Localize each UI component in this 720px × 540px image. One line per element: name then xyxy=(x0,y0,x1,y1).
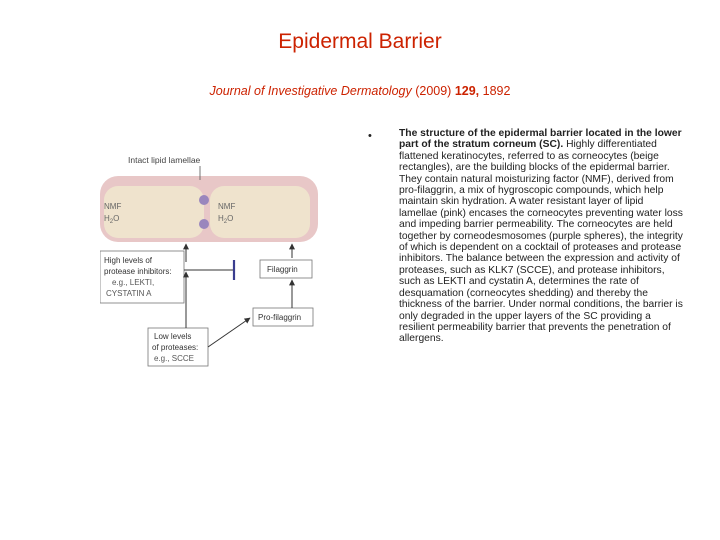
intact-lipid-label: Intact lipid lamellae xyxy=(128,155,201,165)
citation-volume: 129, xyxy=(454,84,480,98)
filaggrin-label: Filaggrin xyxy=(267,265,298,274)
inhibitors-line-4: CYSTATIN A xyxy=(106,289,152,298)
barrier-figure: Intact lipid lamellae NMF H2O NMF H2O Hi… xyxy=(100,148,318,370)
barrier-diagram: Intact lipid lamellae NMF H2O NMF H2O Hi… xyxy=(100,155,318,367)
citation-year: (2009) xyxy=(415,84,452,98)
h2o-label-right: H2O xyxy=(218,214,233,225)
corneocyte-left xyxy=(104,186,204,238)
slide-title: Epidermal Barrier xyxy=(278,30,442,53)
inhibitors-line-3: e.g., LEKTI, xyxy=(112,278,154,287)
protease-inhibitors-box xyxy=(100,250,185,304)
citation: Journal of Investigative Dermatology (20… xyxy=(0,84,720,98)
h2o-label-left: H2O xyxy=(104,214,119,225)
citation-page: 1892 xyxy=(482,84,511,98)
bullet-marker: • xyxy=(368,130,372,142)
corneodesmosome xyxy=(199,195,209,205)
bullet-lead: The structure of the epidermal barrier l… xyxy=(399,128,682,151)
protease-arrow-right xyxy=(207,317,251,348)
filaggrin-box xyxy=(259,259,313,279)
proteases-line-2: of proteases: xyxy=(152,343,198,352)
nmf-label-left: NMF xyxy=(104,202,121,211)
proteases-line-1: Low levels xyxy=(154,332,191,341)
profilaggrin-label: Pro-filaggrin xyxy=(258,313,301,322)
proteases-line-3: e.g., SCCE xyxy=(154,354,194,363)
citation-journal: Journal of Investigative Dermatology xyxy=(209,84,412,98)
nmf-label-right: NMF xyxy=(218,202,235,211)
bullet-body: Highly differentiated flattened keratino… xyxy=(399,139,683,345)
corneodesmosome xyxy=(199,219,209,229)
bullet-text: The structure of the epidermal barrier l… xyxy=(399,128,683,345)
inhibitors-line-2: protease inhibitors: xyxy=(104,267,172,276)
inhibitors-line-1: High levels of xyxy=(104,256,153,265)
profilaggrin-box xyxy=(252,307,314,327)
corneocyte-right xyxy=(210,186,310,238)
